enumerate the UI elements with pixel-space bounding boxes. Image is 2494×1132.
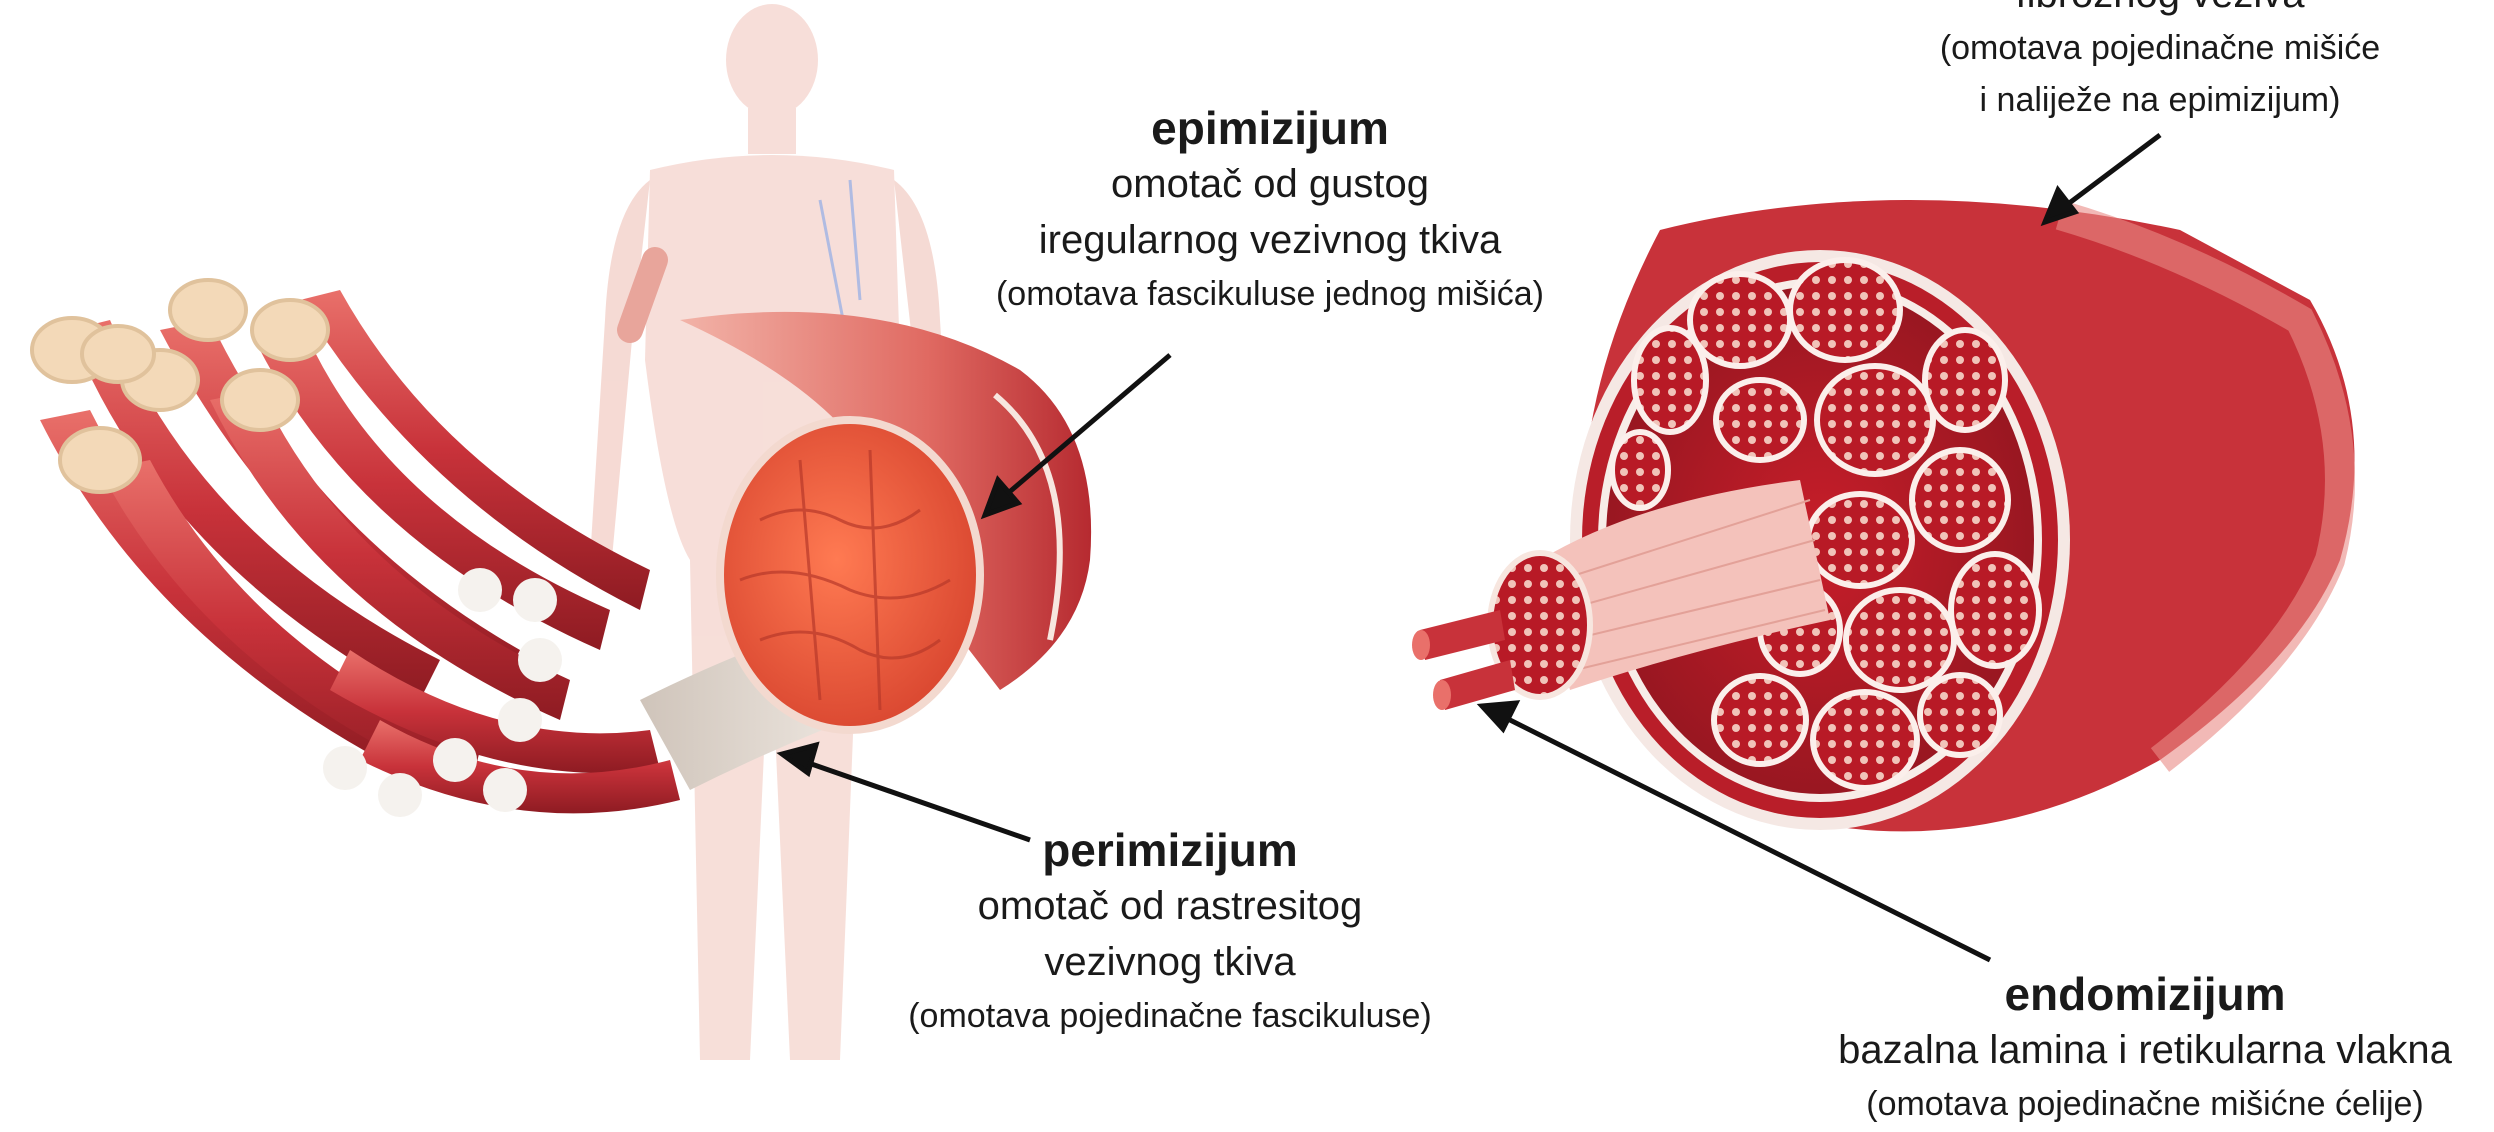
label-note: (omotava pojedinačne mišićne ćelije) [1800,1078,2490,1130]
label-note: (omotava fascikuluse jednog mišića) [940,268,1600,320]
label-line: omotač od rastresitog [860,878,1480,934]
label-line: bazalna lamina i retikularna vlakna [1800,1022,2490,1078]
label-perimizijum: perimizijum omotač od rastresitog vezivn… [860,822,1480,1042]
label-fascia: fibroznog veziva (omotava pojedinačne mi… [1880,0,2440,126]
fascicles [32,280,680,817]
label-partial-line: fibroznog veziva [1880,0,2440,22]
label-note: (omotava pojedinačne mišiće [1880,22,2440,74]
label-line: vezivnog tkiva [860,934,1480,990]
label-note: (omotava pojedinačne fascikuluse) [860,990,1480,1042]
muscle-fascicle-bundle [32,280,1091,817]
arrow-fascia [2060,135,2160,210]
label-endomizijum: endomizijum bazalna lamina i retikularna… [1800,966,2490,1130]
label-title: perimizijum [860,822,1480,878]
label-title: endomizijum [1800,966,2490,1022]
label-line: omotač od gustog [940,156,1600,212]
label-epimizijum: epimizijum omotač od gustog iregularnog … [940,100,1600,320]
label-title: epimizijum [940,100,1600,156]
label-note: i naliježe na epimizijum) [1880,74,2440,126]
label-line: iregularnog vezivnog tkiva [940,212,1600,268]
